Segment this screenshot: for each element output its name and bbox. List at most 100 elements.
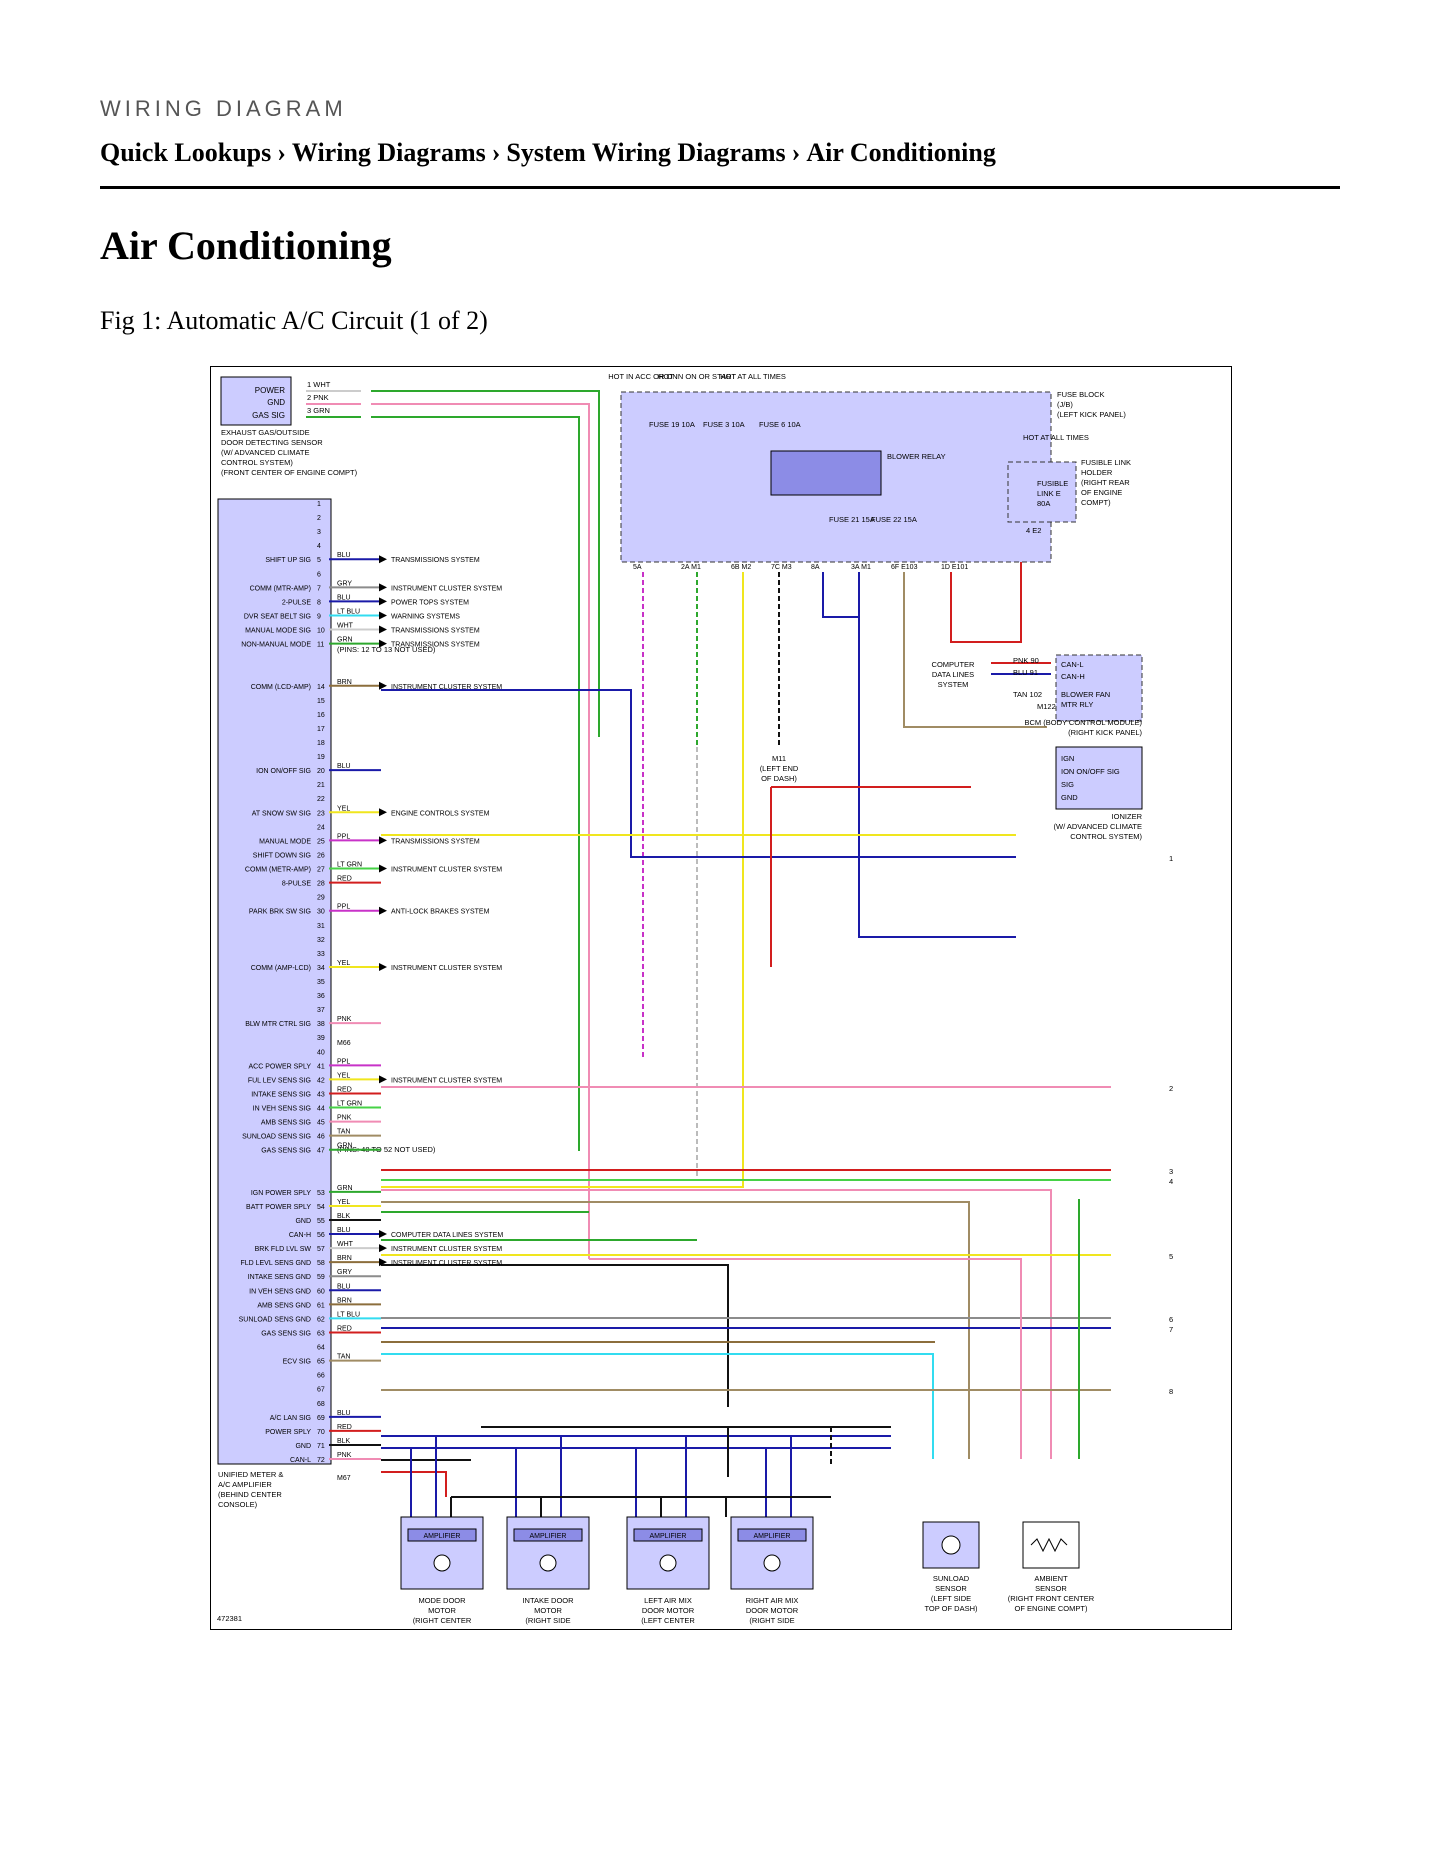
wiring-diagram: POWER GND GAS SIG EXHAUST GAS/OUTSIDE DO…	[210, 366, 1232, 1630]
pin-signal: BRK FLD LVL SW	[255, 1246, 312, 1253]
ionizer-pin: SIG	[1061, 780, 1074, 789]
pin-wire-label: PPL	[337, 1058, 350, 1065]
sensor-label-line: EXHAUST GAS/OUTSIDE	[221, 428, 310, 437]
pin-number: 39	[317, 1035, 325, 1042]
pin-destination: TRANSMISSIONS SYSTEM	[391, 642, 480, 649]
pin-wire-label: LT GRN	[337, 1101, 362, 1108]
pin-wire-label: GRN	[337, 1143, 353, 1150]
connector-label: 2A M1	[681, 564, 701, 571]
pin-number: 19	[317, 754, 325, 761]
pin-signal: COMM (MTR-AMP)	[250, 585, 311, 592]
pin-wire-label: RED	[337, 1424, 352, 1431]
pin-number: 41	[317, 1063, 325, 1070]
fusible-link-label: HOLDER	[1081, 468, 1113, 477]
fusible-link-label: FUSIBLE LINK	[1081, 458, 1131, 467]
ionizer-pin: GND	[1061, 793, 1078, 802]
pin-signal: COMM (LCD-AMP)	[251, 684, 311, 691]
pin-number: 37	[317, 1007, 325, 1014]
pin-signal: IGN POWER SPLY	[251, 1190, 311, 1197]
sensor-label: (RIGHT FRONT CENTER	[1008, 1594, 1095, 1603]
offpage-ref: 2	[1169, 1084, 1173, 1093]
computer-data-label: COMPUTER	[932, 660, 976, 669]
pin-signal: GND	[295, 1218, 311, 1225]
pin-number: 46	[317, 1134, 325, 1141]
pin-number: 8	[317, 599, 321, 606]
ground-label: OF DASH)	[761, 774, 797, 783]
pin-number: 34	[317, 965, 325, 972]
pin-number: 7	[317, 585, 321, 592]
pin-signal: COMM (AMP-LCD)	[251, 965, 311, 972]
pin-number: 27	[317, 867, 325, 874]
sensor-label-line: CONTROL SYSTEM)	[221, 458, 293, 467]
arrow-icon	[379, 639, 387, 648]
pin-wire-label: PNK	[337, 1016, 352, 1023]
pin-number: 11	[317, 642, 324, 649]
pin-signal: SUNLOAD SENS GND	[239, 1316, 311, 1323]
pin-wire-label: YEL	[337, 1072, 350, 1079]
pin-number: 57	[317, 1246, 325, 1253]
motor-label: LEFT AIR MIX	[644, 1596, 692, 1605]
pin-wire-label: GRY	[337, 580, 352, 587]
pin-wire-label: BLU	[337, 1410, 351, 1417]
pin-number: 65	[317, 1359, 325, 1366]
connector-label: 4 E2	[1026, 526, 1041, 535]
pin-signal: CAN-L	[290, 1457, 311, 1464]
ionizer-pin: ION ON/OFF SIG	[1061, 767, 1120, 776]
motor-label: (RIGHT SIDE	[525, 1616, 570, 1625]
motor-icon	[433, 1554, 451, 1572]
motor-icon	[539, 1554, 557, 1572]
bcm-label: (RIGHT KICK PANEL)	[1068, 728, 1142, 737]
pin-wire-label: BLU	[337, 552, 351, 559]
pin-number: 68	[317, 1401, 325, 1408]
pin-wire-label: RED	[337, 1086, 352, 1093]
arrow-icon	[379, 864, 387, 873]
amplifier-label: UNIFIED METER &	[218, 1470, 283, 1479]
breadcrumb-item-quick-lookups[interactable]: Quick Lookups	[100, 138, 272, 167]
breadcrumb-separator: ›	[491, 138, 501, 167]
pin-signal: DVR SEAT BELT SIG	[244, 613, 311, 620]
pin-number: 63	[317, 1330, 325, 1337]
pin-signal: INTAKE SENS SIG	[251, 1091, 311, 1098]
pin-wire-label: LT GRN	[337, 862, 362, 869]
fuse-block-label: (J/B)	[1057, 400, 1073, 409]
pin-wire-label: BLU	[337, 1283, 351, 1290]
breadcrumb-item-air-conditioning: Air Conditioning	[806, 138, 996, 167]
pin-number: 25	[317, 838, 325, 845]
pin-number: 64	[317, 1345, 325, 1352]
pin-number: 71	[317, 1443, 325, 1450]
motor-label: (LEFT CENTER	[641, 1616, 695, 1625]
hot-label: HOT AT ALL TIMES	[1023, 433, 1089, 442]
arrow-icon	[379, 1230, 387, 1239]
fuse-label: FUSE 22 15A	[871, 515, 917, 524]
pin-wire-label: YEL	[337, 1199, 350, 1206]
bcm-pin: BLOWER FAN	[1061, 690, 1110, 699]
pin-number: 21	[317, 782, 325, 789]
pin-number: 22	[317, 796, 325, 803]
connector-label: 8A	[811, 564, 820, 571]
pin-number: 2	[317, 515, 321, 522]
fusible-link-label: (RIGHT REAR	[1081, 478, 1130, 487]
pin-wire-label: LT BLU	[337, 1311, 360, 1318]
pin-destination: INSTRUMENT CLUSTER SYSTEM	[391, 1246, 502, 1253]
connector-label: M66	[337, 1040, 351, 1047]
pin-signal: FUL LEV SENS SIG	[248, 1077, 311, 1084]
relay-label: BLOWER RELAY	[887, 452, 946, 461]
pin-signal: PARK BRK SW SIG	[249, 909, 311, 916]
pin-wire-label: TAN	[337, 1354, 350, 1361]
wire-label: BLU 91	[1013, 668, 1038, 677]
pin-number: 28	[317, 881, 325, 888]
pin-signal: IN VEH SENS SIG	[253, 1106, 311, 1113]
pin-signal: AMB SENS SIG	[261, 1120, 311, 1127]
breadcrumb-item-system-wiring-diagrams[interactable]: System Wiring Diagrams	[506, 138, 786, 167]
motor-label: INTAKE DOOR	[522, 1596, 574, 1605]
pin-destination: TRANSMISSIONS SYSTEM	[391, 557, 480, 564]
section-kicker: WIRING DIAGRAM	[100, 96, 347, 121]
breadcrumb-item-wiring-diagrams[interactable]: Wiring Diagrams	[291, 138, 486, 167]
fusible-link-label: COMPT)	[1081, 498, 1111, 507]
bcm-pin: CAN-H	[1061, 672, 1085, 681]
hot-label: HOT IN ON OR START	[658, 372, 736, 381]
amplifier-label: (BEHIND CENTER	[218, 1490, 282, 1499]
pin-number: 56	[317, 1232, 325, 1239]
pin-destination: INSTRUMENT CLUSTER SYSTEM	[391, 585, 502, 592]
pin-wire-label: WHT	[337, 623, 354, 630]
